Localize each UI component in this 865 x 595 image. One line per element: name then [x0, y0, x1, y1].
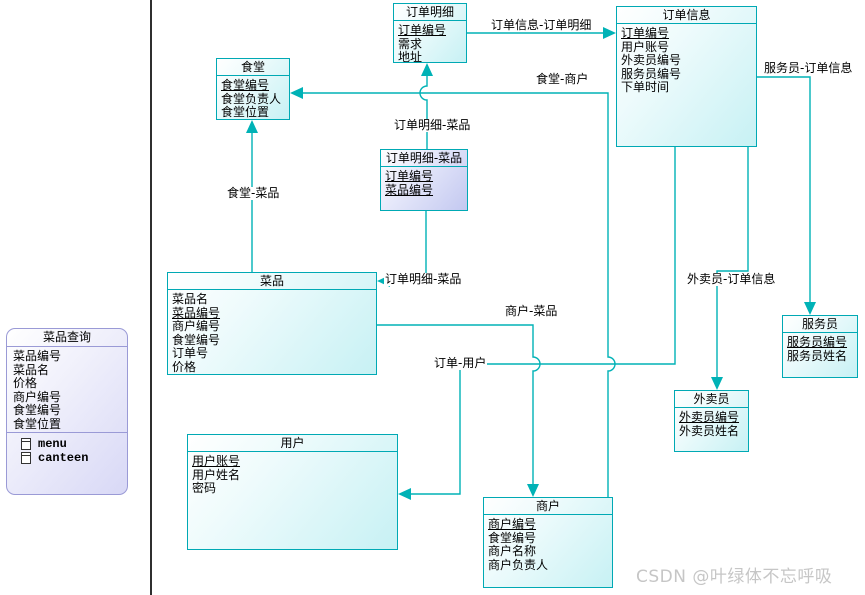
- entity-field: 食堂负责人: [221, 91, 282, 106]
- view-field: 商户编号: [13, 389, 62, 404]
- view-title: 菜品查询: [7, 329, 127, 347]
- entity-title: 用户: [188, 435, 397, 452]
- entity-field: 需求: [398, 36, 423, 51]
- arrow-into-canteen-right: [290, 87, 303, 99]
- entity-field: 服务员编号: [787, 335, 848, 349]
- relation-label: 服务员-订单信息: [763, 61, 854, 75]
- relation-label: 订单明细-菜品: [393, 118, 472, 132]
- entity-field: 菜品名: [172, 292, 209, 306]
- relation-line-order-detail-dish-upper: [419, 75, 428, 149]
- arrow-into-user: [398, 488, 411, 500]
- entity-title: 外卖员: [675, 391, 748, 408]
- entity-user: 用户 用户账号 用户姓名 密码: [187, 434, 398, 550]
- entity-field: 用户账号: [192, 454, 241, 468]
- view-item-menu: menu: [21, 437, 127, 451]
- entity-waiter: 服务员 服务员编号 服务员姓名: [782, 315, 858, 378]
- entity-field: 外卖员编号: [679, 410, 740, 424]
- view-dish-query: 菜品查询 菜品编号 菜品名 价格 商户编号 食堂编号 食堂位置 menu can…: [6, 328, 128, 495]
- arrow-into-order-detail: [421, 63, 433, 76]
- entity-title: 订单明细: [394, 4, 466, 21]
- arrow-into-canteen-bottom: [246, 120, 258, 133]
- entity-field: 食堂位置: [221, 105, 270, 119]
- entity-field: 地址: [398, 50, 423, 64]
- canvas-border-line: [150, 0, 152, 595]
- relation-label: 商户-菜品: [504, 304, 559, 318]
- entity-field: 订单号: [172, 346, 209, 360]
- table-icon: [21, 452, 31, 464]
- relation-label: 订单明细-菜品: [384, 272, 463, 286]
- csdn-watermark: CSDN @叶绿体不忘呼吸: [636, 567, 833, 587]
- entity-field: 下单时间: [621, 80, 670, 94]
- entity-field: 外卖员姓名: [679, 423, 740, 438]
- entity-title: 服务员: [783, 316, 857, 333]
- entity-field: 用户账号: [621, 39, 670, 54]
- view-field: 食堂编号: [13, 403, 62, 417]
- entity-field: 密码: [192, 481, 217, 495]
- entity-order-detail: 订单明细 订单编号 需求 地址: [393, 3, 467, 64]
- entity-title: 菜品: [168, 273, 376, 290]
- entity-courier: 外卖员 外卖员编号 外卖员姓名: [674, 390, 749, 452]
- entity-field: 商户编号: [488, 517, 537, 531]
- relation-line-waiter-order-info: [757, 76, 811, 303]
- relation-label: 订单-用户: [433, 356, 488, 370]
- entity-field: 价格: [172, 359, 197, 374]
- view-field: 价格: [13, 376, 38, 390]
- view-field: 食堂位置: [13, 416, 62, 431]
- relation-label: 订单信息-订单明细: [490, 18, 593, 32]
- entity-title: 食堂: [217, 59, 289, 76]
- entity-field: 服务员编号: [621, 66, 682, 81]
- entity-field: 商户负责人: [488, 557, 549, 572]
- entity-field: 食堂编号: [221, 78, 270, 92]
- entity-field: 商户名称: [488, 544, 537, 558]
- relation-label: 外卖员-订单信息: [686, 272, 777, 286]
- entity-field: 用户姓名: [192, 467, 241, 482]
- entity-field: 菜品编号: [172, 305, 221, 320]
- entity-field: 服务员姓名: [787, 348, 848, 363]
- relation-line-merchant-dish: [377, 324, 541, 485]
- view-item-label: menu: [38, 437, 67, 451]
- entity-title: 订单信息: [617, 7, 756, 24]
- entity-merchant: 商户 商户编号 食堂编号 商户名称 商户负责人: [483, 497, 613, 588]
- entity-title: 订单明细-菜品: [381, 150, 467, 167]
- table-icon: [21, 438, 31, 450]
- view-item-label: canteen: [38, 451, 89, 465]
- entity-field: 食堂编号: [172, 332, 221, 347]
- relation-label: 食堂-菜品: [226, 186, 281, 200]
- arrow-into-order-info: [603, 27, 616, 39]
- entity-title: 商户: [484, 498, 612, 515]
- entity-field: 外卖员编号: [621, 53, 682, 67]
- relation-line-order-detail-dish-lower: [389, 211, 427, 282]
- arrow-into-waiter: [804, 302, 816, 315]
- view-field: 菜品编号: [13, 349, 62, 363]
- entity-order-detail-dish: 订单明细-菜品 订单编号 菜品编号: [380, 149, 468, 211]
- view-item-canteen: canteen: [21, 451, 127, 465]
- entity-field: 食堂编号: [488, 530, 537, 545]
- entity-field: 订单编号: [398, 23, 447, 37]
- entity-field: 订单编号: [621, 26, 670, 40]
- view-field: 菜品名: [13, 362, 50, 377]
- arrow-into-merchant: [527, 484, 539, 497]
- entity-field: 订单编号: [385, 169, 434, 183]
- entity-dish: 菜品 菜品名 菜品编号 商户编号 食堂编号 订单号 价格: [167, 272, 377, 375]
- entity-order-info: 订单信息 订单编号 用户账号 外卖员编号 服务员编号 下单时间: [616, 6, 757, 147]
- entity-field: 商户编号: [172, 319, 221, 333]
- relation-line-courier-order-info: [716, 147, 749, 378]
- entity-canteen: 食堂 食堂编号 食堂负责人 食堂位置: [216, 58, 290, 120]
- arrow-into-courier: [711, 377, 723, 390]
- entity-field: 菜品编号: [385, 182, 434, 197]
- relation-label: 食堂-商户: [535, 72, 590, 86]
